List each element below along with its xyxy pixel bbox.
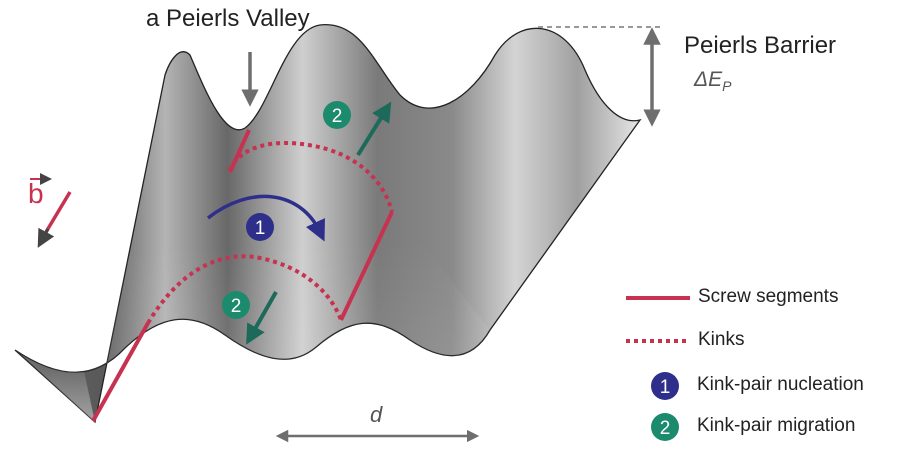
legend-kinks-label: Kinks: [698, 329, 745, 350]
spacing-label: d: [370, 402, 383, 427]
nucleation-badge: 1: [246, 213, 274, 241]
burgers-vector-arrowhead: [37, 227, 55, 248]
svg-text:1: 1: [660, 377, 671, 398]
legend-nucleation-badge: 1: [651, 372, 679, 400]
valley-label: a Peierls Valley: [146, 5, 310, 32]
nucleation-arrow: [206, 194, 325, 242]
svg-text:2: 2: [231, 296, 242, 317]
burgers-vector-segment: [44, 191, 72, 233]
legend-migration-badge: 2: [651, 413, 679, 441]
svg-text:2: 2: [660, 418, 671, 439]
kink-upper: [228, 141, 394, 213]
burgers-vector-label: b: [28, 178, 44, 209]
kink-lower: [146, 254, 343, 325]
migration-arrow-up: [356, 101, 392, 157]
migration-arrow-down: [246, 291, 278, 345]
barrier-symbol-main: ΔE: [694, 68, 723, 91]
svg-text:1: 1: [255, 218, 266, 239]
migration-badge-upper: 2: [323, 101, 351, 129]
migration-badge-lower: 2: [222, 291, 250, 319]
screw-segment: [339, 211, 394, 321]
screw-segment: [228, 129, 251, 173]
screw-segment: [91, 322, 150, 422]
legend-migration-label: Kink-pair migration: [697, 415, 856, 436]
legend-nucleation-label: Kink-pair nucleation: [697, 374, 864, 395]
barrier-symbol-subscript: P: [722, 78, 732, 95]
peierls-surface: [14, 24, 642, 424]
barrier-title: Peierls Barrier: [684, 32, 837, 59]
svg-text:2: 2: [332, 106, 343, 127]
legend-screw-label: Screw segments: [698, 286, 839, 307]
barrier-symbol: ΔEP: [694, 68, 731, 94]
